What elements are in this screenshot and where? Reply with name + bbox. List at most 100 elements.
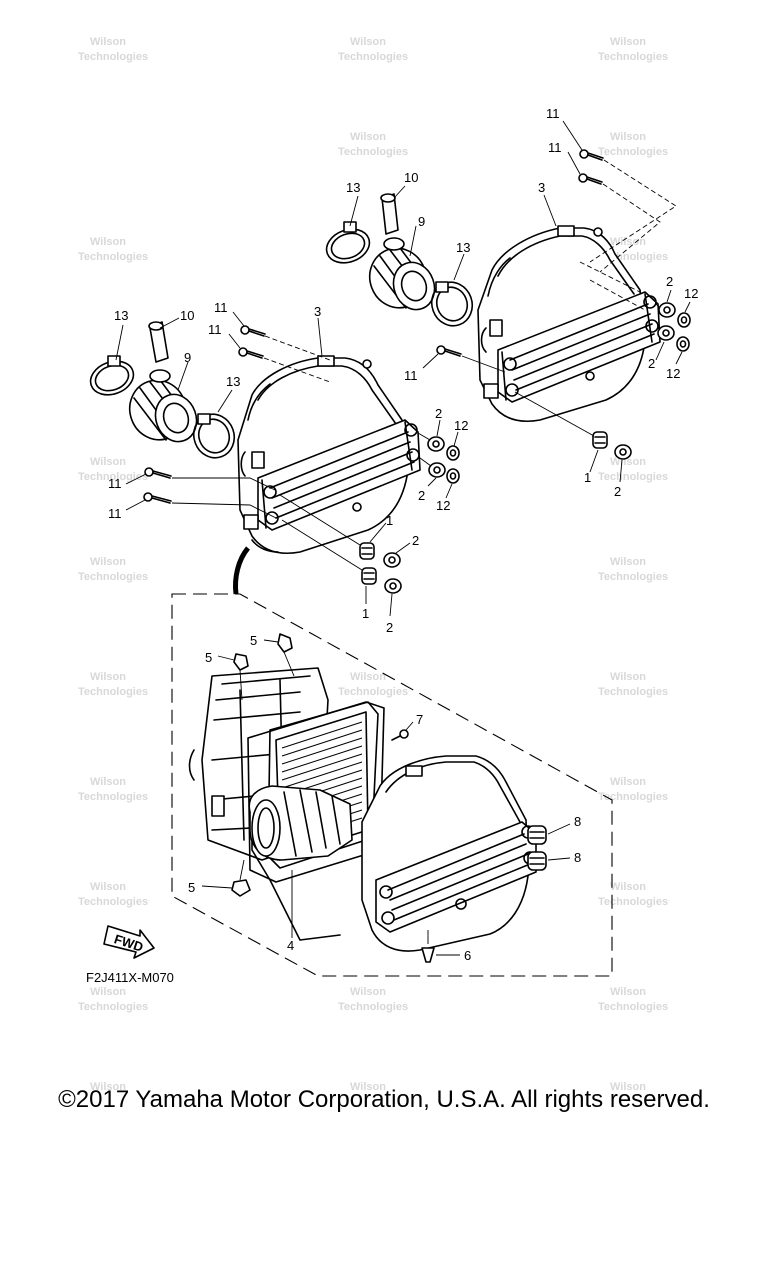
left-breather-hose[interactable] (148, 321, 171, 383)
case-clip-3[interactable] (231, 879, 251, 897)
svg-text:Technologies: Technologies (78, 791, 148, 803)
callout-8: 8 (574, 814, 581, 829)
svg-text:Technologies: Technologies (598, 1001, 668, 1013)
right-collar-upper[interactable] (658, 302, 676, 318)
right-collar-lower[interactable] (657, 325, 675, 341)
watermark: Wilson Technologies (598, 36, 668, 63)
callout-3: 3 (314, 304, 321, 319)
callout-12: 12 (436, 498, 450, 513)
watermark: Wilson Technologies (78, 776, 148, 803)
right-intake-duct[interactable] (361, 240, 441, 316)
right-collar-bottom[interactable] (614, 444, 632, 460)
callout-4: 4 (287, 938, 294, 953)
case-clip-2[interactable] (233, 653, 249, 671)
left-bolt-upper-1[interactable] (240, 325, 266, 337)
watermark: Wilson Technologies (338, 986, 408, 1013)
svg-text:Wilson: Wilson (350, 671, 386, 683)
svg-text:Technologies: Technologies (598, 51, 668, 63)
right-grommet[interactable] (592, 431, 608, 449)
case-grommet-2[interactable] (527, 851, 547, 871)
svg-text:Wilson: Wilson (350, 1081, 386, 1093)
exploded-air-box: FWD (103, 633, 547, 963)
right-breather-hose[interactable] (380, 193, 405, 251)
watermark: Wilson Technologies (338, 36, 408, 63)
figure-code: F2J411X-M070 (86, 970, 174, 985)
watermark: Wilson Technologies (338, 671, 408, 698)
left-collar-2[interactable] (384, 578, 402, 594)
case-grommet-1[interactable] (527, 825, 547, 845)
svg-text:Technologies: Technologies (78, 51, 148, 63)
callout-7: 7 (416, 712, 423, 727)
callout-8: 8 (574, 850, 581, 865)
left-washer-lower[interactable] (446, 468, 460, 484)
right-bolt-upper-1[interactable] (579, 149, 604, 161)
svg-text:Wilson: Wilson (610, 776, 646, 788)
left-intake-duct[interactable] (121, 372, 203, 448)
svg-text:Wilson: Wilson (610, 881, 646, 893)
callout-1: 1 (584, 470, 591, 485)
svg-text:Technologies: Technologies (598, 571, 668, 583)
svg-text:Technologies: Technologies (78, 896, 148, 908)
svg-text:Technologies: Technologies (338, 686, 408, 698)
watermark: Wilson Technologies (598, 881, 668, 908)
svg-text:Technologies: Technologies (78, 686, 148, 698)
callout-11: 11 (108, 476, 122, 491)
left-washer-upper[interactable] (446, 445, 460, 461)
left-bolt-upper-2[interactable] (238, 347, 264, 359)
left-grommet-1[interactable] (359, 542, 375, 560)
svg-text:Wilson: Wilson (90, 671, 126, 683)
callout-11: 11 (546, 106, 560, 121)
svg-text:Wilson: Wilson (610, 671, 646, 683)
watermark: Wilson Technologies (78, 671, 148, 698)
watermark: Wilson (350, 1081, 386, 1093)
right-hose-clamp-upper[interactable] (322, 221, 374, 269)
intake-funnel[interactable] (248, 785, 353, 861)
callout-2: 2 (435, 406, 442, 421)
callout-9: 9 (418, 214, 425, 229)
svg-text:Wilson: Wilson (90, 456, 126, 468)
callout-9: 9 (184, 350, 191, 365)
callout-10: 10 (180, 308, 194, 323)
left-bolt-lower-1[interactable] (144, 467, 172, 479)
leader-lines (115, 120, 691, 956)
right-bolt-lower[interactable] (436, 345, 462, 357)
right-washer-lower[interactable] (676, 336, 690, 352)
callout-13: 13 (226, 374, 240, 389)
callout-13: 13 (346, 180, 360, 195)
watermark-layer: Wilson Technologies Wilson Technologies … (78, 36, 668, 1093)
callout-2: 2 (386, 620, 393, 635)
svg-text:Technologies: Technologies (78, 571, 148, 583)
left-collar-upper[interactable] (427, 436, 445, 452)
svg-text:Wilson: Wilson (90, 776, 126, 788)
drain-valve[interactable] (421, 930, 435, 963)
svg-text:Wilson: Wilson (90, 881, 126, 893)
left-grommet-2[interactable] (361, 567, 377, 585)
svg-text:Technologies: Technologies (78, 471, 148, 483)
svg-text:Technologies: Technologies (338, 146, 408, 158)
right-hose-clamp-lower[interactable] (426, 276, 479, 331)
svg-text:Technologies: Technologies (598, 146, 668, 158)
callout-11: 11 (208, 322, 222, 337)
svg-text:Wilson: Wilson (610, 36, 646, 48)
case-screw[interactable] (391, 729, 409, 741)
left-hose-clamp-lower[interactable] (188, 408, 241, 463)
right-washer-upper[interactable] (677, 312, 691, 328)
svg-text:Technologies: Technologies (338, 1001, 408, 1013)
right-bolt-upper-2[interactable] (578, 173, 603, 185)
left-hose-clamp-upper[interactable] (86, 355, 138, 400)
svg-text:Technologies: Technologies (598, 896, 668, 908)
callout-labels: 11 11 3 13 10 9 13 2 12 2 12 11 1 2 13 1… (108, 106, 698, 963)
case-clip-1[interactable] (277, 633, 293, 653)
svg-text:Wilson: Wilson (610, 236, 646, 248)
watermark: Wilson Technologies (598, 131, 668, 158)
watermark: Wilson Technologies (598, 456, 668, 483)
left-collar-lower[interactable] (428, 462, 446, 478)
svg-text:Technologies: Technologies (598, 686, 668, 698)
watermark: Wilson Technologies (338, 131, 408, 158)
left-bolt-lower-2[interactable] (143, 492, 172, 504)
svg-text:Wilson: Wilson (350, 131, 386, 143)
svg-text:Wilson: Wilson (90, 556, 126, 568)
left-collar-1[interactable] (383, 552, 401, 568)
svg-text:Wilson: Wilson (90, 36, 126, 48)
